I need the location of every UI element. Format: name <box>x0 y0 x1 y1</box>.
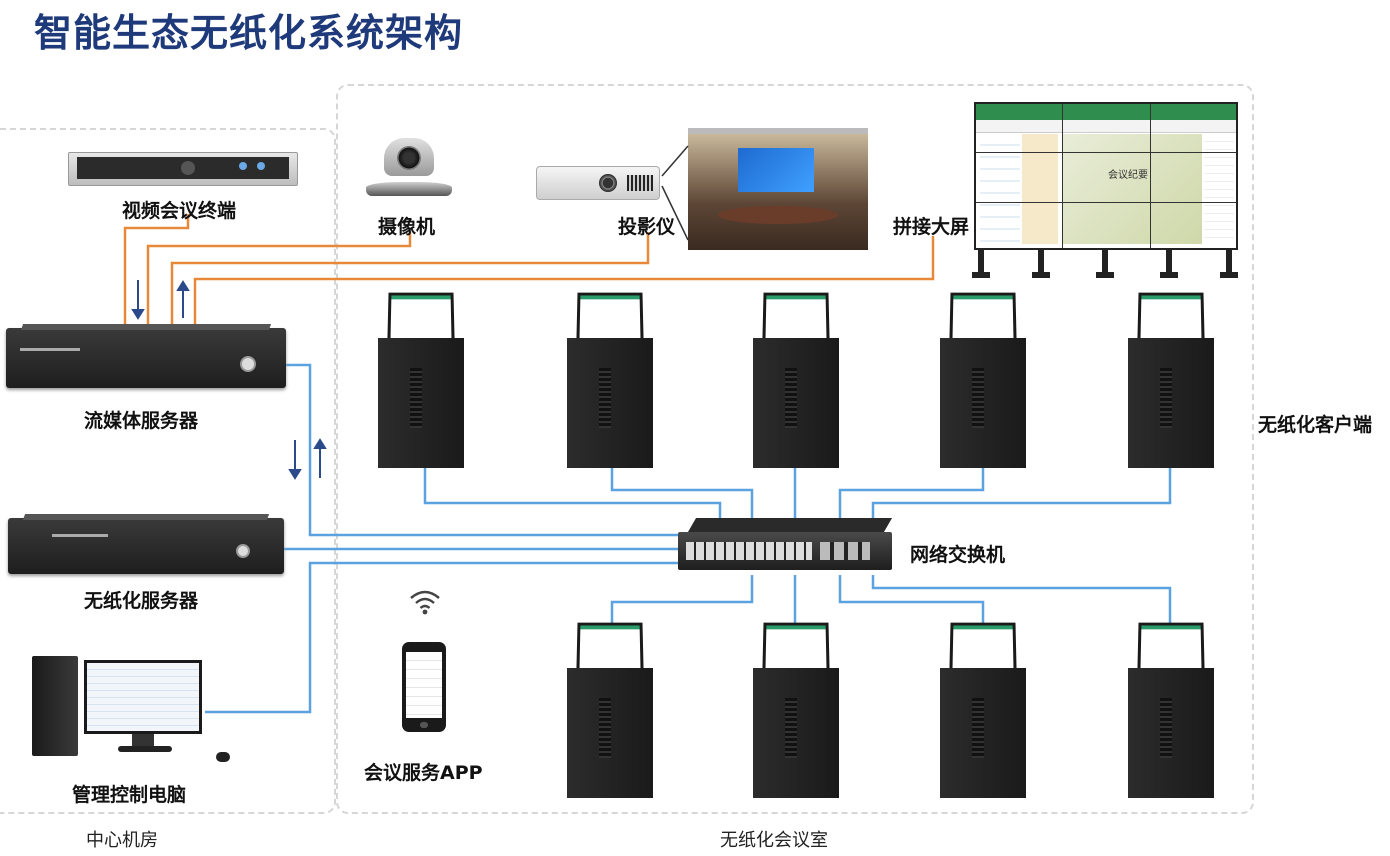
media-server-label: 流媒体服务器 <box>84 410 199 432</box>
paperless-client <box>940 292 1026 468</box>
meeting-app-label: 会议服务APP <box>364 762 483 784</box>
video-terminal-label: 视频会议终端 <box>122 200 237 222</box>
meeting-room-zone <box>336 84 1254 814</box>
camera-device <box>366 138 452 200</box>
video-wall-stands <box>972 250 1242 278</box>
arrow-down-icon <box>131 309 145 320</box>
link-video-terminal <box>123 214 190 326</box>
link-camera <box>146 232 412 326</box>
link-control-pc <box>205 561 680 714</box>
projector-label: 投影仪 <box>618 216 676 238</box>
paperless-client <box>378 292 464 468</box>
paperless-client <box>753 622 839 798</box>
wifi-icon <box>410 590 440 615</box>
control-pc-device <box>32 656 232 766</box>
video-terminal-device <box>68 152 298 186</box>
link-projector <box>170 232 650 326</box>
arrow-up-icon <box>313 438 327 449</box>
link-client-t4 <box>838 465 985 520</box>
network-switch-label: 网络交换机 <box>910 544 1006 566</box>
paperless-server-device <box>8 514 284 574</box>
paperless-server-label: 无纸化服务器 <box>84 590 199 612</box>
paperless-client <box>1128 292 1214 468</box>
video-wall-content-text: 会议纪要 <box>1108 170 1148 181</box>
arrow-up-icon <box>176 280 190 291</box>
paperless-client <box>1128 622 1214 798</box>
link-client-t2 <box>610 465 754 520</box>
control-pc-label: 管理控制电脑 <box>72 784 187 806</box>
link-media-server <box>286 363 680 537</box>
link-video-wall <box>193 236 935 326</box>
link-client-b1 <box>610 575 754 630</box>
projector-device <box>536 166 660 200</box>
link-client-t1 <box>423 465 722 520</box>
paperless-client <box>567 622 653 798</box>
projection-beam <box>661 145 689 241</box>
smartphone-device <box>402 642 446 732</box>
camera-label: 摄像机 <box>378 216 436 238</box>
network-switch-device <box>678 518 893 570</box>
pc-tower-icon <box>32 656 78 756</box>
projector-screen <box>688 128 868 250</box>
meeting-room-label: 无纸化会议室 <box>720 830 828 851</box>
paperless-client <box>940 622 1026 798</box>
center-room-label: 中心机房 <box>86 830 158 851</box>
video-wall-content: 会议纪要 <box>1062 134 1202 244</box>
monitor-icon <box>84 660 202 734</box>
media-server-device <box>6 324 286 388</box>
video-wall-label: 拼接大屏 <box>893 216 970 238</box>
link-client-t5 <box>871 465 1172 520</box>
link-client-b4 <box>871 575 1172 630</box>
projector-lens-icon <box>599 174 617 192</box>
arrow-down-icon <box>288 469 302 480</box>
video-wall-device: 会议纪要 <box>974 102 1238 250</box>
link-client-b3 <box>838 575 985 630</box>
paperless-client <box>753 292 839 468</box>
page-title: 智能生态无纸化系统架构 <box>34 11 464 55</box>
camera-lens-icon <box>397 146 421 170</box>
mouse-icon <box>216 752 230 762</box>
paperless-client <box>567 292 653 468</box>
center-room-zone <box>0 128 336 814</box>
paperless-client-label: 无纸化客户端 <box>1258 414 1373 436</box>
